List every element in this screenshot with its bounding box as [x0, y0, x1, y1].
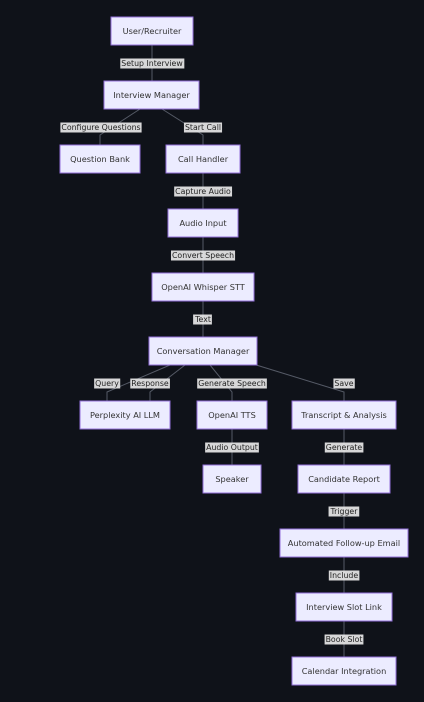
- node-label: Interview Slot Link: [306, 602, 382, 612]
- edge-label-text: Text: [193, 314, 212, 325]
- edge-label-text: Query: [95, 379, 119, 388]
- edge-label-start-call: Start Call: [183, 122, 223, 133]
- node-interview-manager: Interview Manager: [103, 80, 200, 110]
- node-question-bank: Question Bank: [59, 144, 141, 174]
- edge-label-text: Save: [334, 379, 353, 388]
- edge-label-background: [197, 378, 267, 389]
- edge-label-background: [183, 122, 223, 133]
- node-label: Candidate Report: [308, 474, 380, 484]
- edge-label-query: Query: [94, 378, 121, 389]
- edge-label-background: [324, 634, 364, 645]
- edge-label-background: [193, 314, 212, 325]
- node-openai-tts: OpenAI TTS: [196, 400, 268, 430]
- edge-label-configure-questions: Configure Questions: [60, 122, 142, 133]
- edge-label-background: [170, 250, 236, 261]
- node-perplexity-ai-llm: Perplexity AI LLM: [79, 400, 171, 430]
- node-user-recruiter: User/Recruiter: [110, 16, 194, 46]
- edge-label-background: [120, 58, 185, 69]
- edge-label-text: Audio Output: [206, 443, 258, 452]
- node-box: [196, 400, 268, 430]
- edge-label-background: [328, 570, 360, 581]
- edge-label-text: Book Slot: [326, 635, 363, 644]
- edge-label-text: Capture Audio: [175, 187, 231, 196]
- node-box: [148, 336, 258, 366]
- node-label: OpenAI TTS: [208, 410, 256, 420]
- node-box: [167, 208, 239, 238]
- node-box: [279, 528, 409, 558]
- node-label: Automated Follow-up Email: [288, 538, 400, 548]
- node-label: Interview Manager: [113, 90, 190, 100]
- node-candidate-report: Candidate Report: [297, 464, 391, 494]
- node-box: [103, 80, 200, 110]
- node-speaker: Speaker: [202, 464, 262, 494]
- edge-label-capture-audio: Capture Audio: [174, 186, 233, 197]
- edge-label-save: Save: [333, 378, 355, 389]
- node-box: [165, 144, 241, 174]
- edge-label-text: Response: [131, 379, 169, 388]
- node-label: Call Handler: [178, 154, 229, 164]
- node-box: [295, 592, 393, 622]
- edge-im-to-ch: [161, 108, 204, 145]
- node-label: Transcript & Analysis: [300, 410, 387, 420]
- node-label: Calendar Integration: [302, 666, 387, 676]
- edge-label-background: [324, 442, 364, 453]
- node-box: [202, 464, 262, 494]
- edge-label-background: [333, 378, 355, 389]
- node-call-handler: Call Handler: [165, 144, 241, 174]
- edge-label-generate: Generate: [324, 442, 364, 453]
- edge-label-text: Generate Speech: [198, 379, 266, 388]
- node-box: [59, 144, 141, 174]
- edge-label-text: Include: [330, 571, 359, 580]
- edge-label-text: Trigger: [330, 507, 359, 516]
- node-box: [79, 400, 171, 430]
- node-interview-slot-link: Interview Slot Link: [295, 592, 393, 622]
- edge-label-background: [60, 122, 142, 133]
- edge-cm-to-ta: [239, 359, 345, 401]
- node-label: Perplexity AI LLM: [90, 410, 160, 420]
- edge-label-text: Text: [194, 315, 211, 324]
- edge-label-text: Setup Interview: [121, 59, 183, 68]
- node-audio-input: Audio Input: [167, 208, 239, 238]
- node-box: [291, 656, 397, 686]
- node-label: Audio Input: [179, 218, 227, 228]
- edge-label-background: [130, 378, 170, 389]
- edge-label-convert-speech: Convert Speech: [170, 250, 236, 261]
- edge-im-to-qb: [99, 108, 141, 145]
- edge-label-audio-output: Audio Output: [205, 442, 259, 453]
- node-calendar-integration: Calendar Integration: [291, 656, 397, 686]
- edge-label-text: Generate: [326, 443, 363, 452]
- edge-label-setup-interview: Setup Interview: [120, 58, 185, 69]
- edge-label-background: [174, 186, 233, 197]
- node-label: Question Bank: [70, 154, 130, 164]
- edge-label-include: Include: [328, 570, 360, 581]
- edge-label-generate-speech: Generate Speech: [197, 378, 267, 389]
- edge-label-background: [94, 378, 121, 389]
- node-box: [151, 272, 255, 302]
- edge-label-text: Start Call: [185, 123, 221, 132]
- node-automated-follow-up-email: Automated Follow-up Email: [279, 528, 409, 558]
- node-transcript-analysis: Transcript & Analysis: [291, 400, 397, 430]
- edge-llm-to-cm: [149, 364, 186, 401]
- node-openai-whisper-stt: OpenAI Whisper STT: [151, 272, 255, 302]
- edge-cm-to-tts: [209, 364, 233, 401]
- node-label: Conversation Manager: [157, 346, 250, 356]
- node-label: OpenAI Whisper STT: [161, 282, 246, 292]
- edge-label-text: Convert Speech: [172, 251, 234, 260]
- node-label: Speaker: [215, 474, 249, 484]
- edge-label-trigger: Trigger: [328, 506, 360, 517]
- node-conversation-manager: Conversation Manager: [148, 336, 258, 366]
- edge-label-response: Response: [130, 378, 170, 389]
- edge-cm-to-llm: [106, 364, 171, 401]
- edge-label-background: [328, 506, 360, 517]
- node-label: User/Recruiter: [123, 26, 182, 36]
- node-box: [297, 464, 391, 494]
- edge-label-book-slot: Book Slot: [324, 634, 364, 645]
- edge-label-text: Configure Questions: [61, 123, 140, 132]
- node-box: [110, 16, 194, 46]
- node-box: [291, 400, 397, 430]
- edge-label-background: [205, 442, 259, 453]
